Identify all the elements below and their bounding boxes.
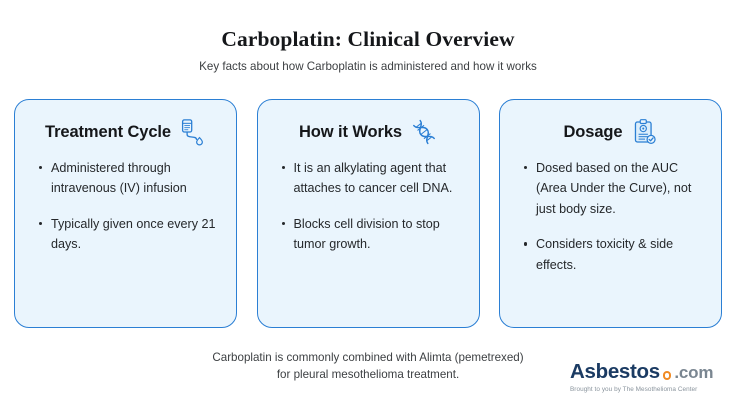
dna-helix-icon (413, 119, 435, 145)
card-header: How it Works (258, 118, 479, 146)
footnote-line-2: for pleural mesothelioma treatment. (276, 368, 460, 382)
footnote-line-1: Carboplatin is commonly combined with Al… (212, 351, 524, 364)
card-how-it-works: How it Works It is an alkylating agent t… (256, 99, 480, 328)
card-header: Treatment Cycle (15, 118, 236, 146)
card-dosage: Dosage Dosed based on the AUC (Area Unde… (499, 99, 722, 328)
list-item: Typically given once every 21 days. (39, 214, 224, 255)
card-title: Treatment Cycle (45, 122, 171, 141)
asbestos-logo: Asbestos .com Brought to you by The Meso… (570, 360, 730, 393)
header: Carboplatin: Clinical Overview Key facts… (0, 27, 736, 74)
clipboard-check-icon (634, 119, 656, 144)
card-bullet-list: Dosed based on the AUC (Area Under the C… (500, 158, 721, 275)
iv-drip-icon (181, 119, 203, 146)
list-item: Blocks cell division to stop tumor growt… (281, 214, 467, 255)
logo-tagline: Brought to you by The Mesothelioma Cente… (570, 385, 698, 393)
logo-orange-ring-icon (662, 371, 672, 380)
list-item: Dosed based on the AUC (Area Under the C… (524, 158, 709, 219)
logo-com-text: .com (674, 363, 714, 382)
card-header: Dosage (500, 118, 721, 146)
card-bullet-list: It is an alkylating agent that attaches … (258, 158, 479, 255)
card-treatment-cycle: Treatment Cycle Administered through int… (14, 99, 237, 328)
list-item: It is an alkylating agent that attaches … (281, 158, 467, 199)
page-title: Carboplatin: Clinical Overview (221, 27, 515, 51)
list-item: Considers toxicity & side effects. (524, 234, 709, 275)
card-title: How it Works (298, 122, 402, 141)
card-row: Treatment Cycle Administered through int… (14, 99, 722, 328)
logo-wordmark: Asbestos .com (570, 360, 730, 383)
footnote: Carboplatin is commonly combined with Al… (0, 349, 736, 384)
card-title: Dosage (563, 122, 623, 141)
logo-main-text: Asbestos (570, 360, 660, 383)
list-item: Administered through intravenous (IV) in… (39, 158, 224, 199)
page-subtitle: Key facts about how Carboplatin is admin… (199, 59, 537, 73)
card-bullet-list: Administered through intravenous (IV) in… (15, 158, 236, 255)
